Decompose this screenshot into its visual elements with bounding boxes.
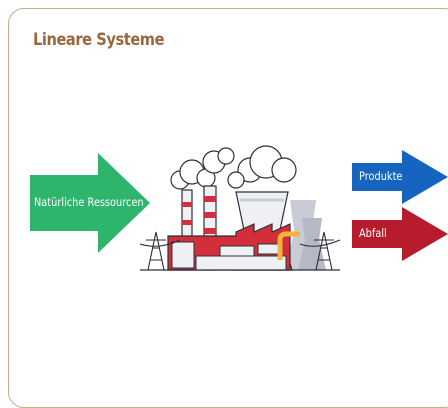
waste-label: Abfall bbox=[359, 226, 387, 240]
products-label: Produkte bbox=[359, 169, 403, 183]
factory-illustration bbox=[139, 140, 341, 280]
output-arrow-products: Produkte bbox=[352, 150, 448, 204]
input-arrow-shape bbox=[30, 153, 150, 253]
waste-arrow-shape bbox=[352, 207, 448, 261]
page-title: Lineare Systeme bbox=[33, 30, 165, 50]
input-arrow: Natürliche Ressourcen bbox=[30, 153, 150, 253]
input-arrow-label: Natürliche Ressourcen bbox=[34, 195, 144, 209]
factory-icon bbox=[139, 145, 341, 271]
products-arrow-shape bbox=[352, 150, 448, 204]
output-arrow-waste: Abfall bbox=[352, 207, 448, 261]
